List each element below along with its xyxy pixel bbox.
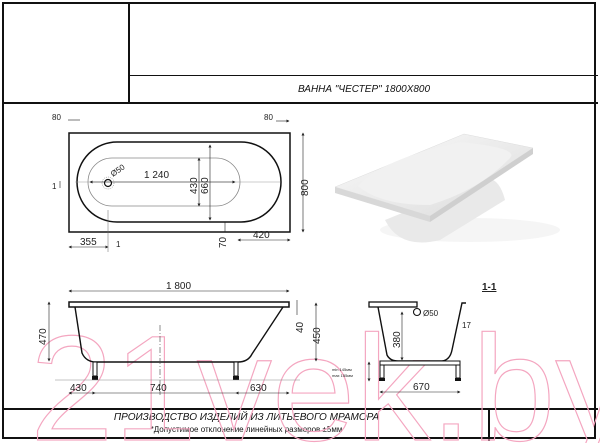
plan-view: Ø50 80 80 1 240 430 660 800 1 355 1 70 4… [52,113,311,252]
leg-max-height: max 155мм [332,373,353,378]
dim-small-1a: 1 [52,182,57,191]
section-label: 1-1 [482,282,497,293]
dim-total-width: 800 [300,179,311,196]
dim-right-rim: 80 [264,113,273,122]
plan-drain-label: Ø50 [109,162,127,178]
dim-bottom-70: 70 [218,236,229,248]
dim-wall: 17 [462,321,471,330]
leg-min-height: min 145мм [332,367,352,372]
divider-left-cell [128,2,130,103]
dim-height-left: 470 [38,328,49,345]
divider-footer-top [2,408,598,410]
footer-tolerance-note: *Допустимое отклонение линейных размеров… [150,425,343,434]
dim-total-length: 1 800 [166,281,191,292]
dim-inner-length: 1 240 [144,170,169,181]
dim-bowl-width: 660 [200,177,211,194]
divider-footer-right-cell [488,408,490,441]
dim-right-420: 420 [253,230,270,241]
section-drain-label: Ø50 [423,309,439,318]
section-view: 1-1 Ø50 17 380 min 145мм max 155мм 670 [332,282,497,394]
dim-small-1b: 1 [116,240,121,249]
dim-leg-right: 630 [250,383,267,394]
divider-header-bottom [2,102,598,104]
footer-production-note: ПРОИЗВОДСТВО ИЗДЕЛИЙ ИЗ ЛИТЬЕВОГО МРАМОР… [113,412,380,423]
watermark: 21vek.by [30,304,600,443]
dim-drain-offset: 355 [80,237,97,248]
dim-leg-span: 740 [150,383,167,394]
dim-inner-width: 430 [189,177,200,194]
divider-title-row [128,75,598,76]
product-title: ВАННА "ЧЕСТЕР" 1800X800 [297,84,431,95]
product-photo [334,133,560,243]
dim-depth: 380 [392,331,403,348]
dim-left-rim: 80 [52,113,61,122]
dim-rim: 40 [295,321,306,333]
drawing-frame [2,2,596,439]
dim-leg-left: 430 [70,383,87,394]
dim-height-right: 450 [312,327,323,344]
side-view: 1 800 470 40 450 430 740 630 [38,281,323,395]
tub-outline-plan [68,132,291,233]
drain-icon [103,178,113,188]
dim-width: 670 [413,382,430,393]
